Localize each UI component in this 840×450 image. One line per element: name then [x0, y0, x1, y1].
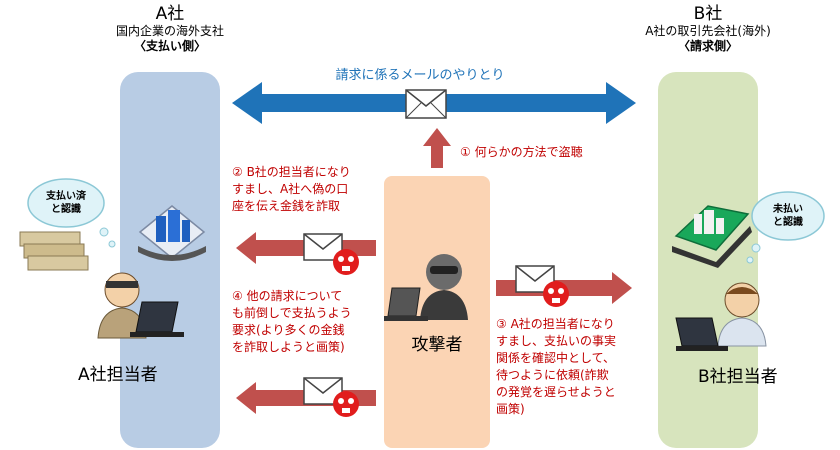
company-a-name: A社: [155, 4, 185, 24]
step-4-text: ④ 他の請求について も前倒しで支払うよう 要求(より多くの金銭 を詐取しようと…: [232, 289, 352, 354]
step-1-text: ① 何らかの方法で盗聴: [460, 145, 583, 159]
company-a-person-label: A社担当者: [78, 365, 158, 385]
company-a-title: A社 国内企業の海外支社 〈支払い側〉: [80, 4, 260, 54]
building-icon: [138, 205, 206, 261]
step-3-text: ③ A社の担当者になり すまし、支払いの事実 関係を確認中として、 待つように依…: [496, 317, 617, 416]
skull-icon: [333, 249, 359, 275]
skull-icon: [333, 391, 359, 417]
thought-bubble: [746, 191, 825, 264]
building-icon: [672, 205, 752, 268]
company-a-desc: 国内企業の海外支社: [115, 24, 224, 38]
company-b-person-label: B社担当者: [698, 367, 778, 387]
company-b-name: B社: [693, 4, 723, 24]
email-exchange-label: 請求に係るメールのやりとり: [335, 68, 505, 83]
person-a-figure: [97, 272, 184, 339]
skull-icon: [543, 281, 569, 307]
step-2-text: ② B社の担当者になり すまし、A社へ偽の口 座を伝え金銭を詐取: [232, 165, 351, 213]
company-b-title: B社 A社の取引先会社(海外) 〈請求側〉: [608, 4, 808, 54]
attacker-label: 攻撃者: [411, 335, 463, 355]
person-b-figure: [675, 282, 767, 351]
company-b-role: 〈請求側〉: [677, 39, 738, 53]
attacker-figure: [384, 254, 468, 321]
company-b-desc: A社の取引先会社(海外): [645, 24, 771, 38]
eavesdrop-arrow: [423, 128, 451, 168]
money-icon: [19, 231, 89, 271]
company-b-thought: 未払い と認識: [773, 204, 803, 228]
thought-bubble: [27, 178, 116, 248]
envelope-icon: [405, 89, 447, 119]
company-a-thought: 支払い済 と認識: [46, 191, 86, 215]
company-a-role: 〈支払い側〉: [133, 39, 206, 53]
